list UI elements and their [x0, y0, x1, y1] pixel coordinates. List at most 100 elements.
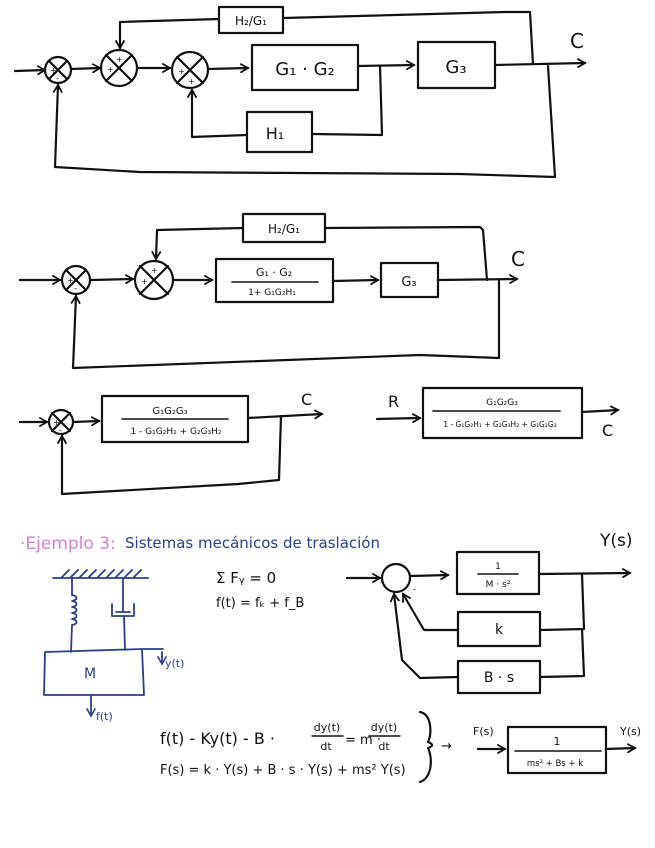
d2-summer-2: + + [133, 259, 175, 301]
d2-arrow-s1-s2 [89, 274, 135, 285]
d3-output-arrow [246, 409, 324, 420]
d3-summer: + - [47, 408, 75, 436]
d2-output-arrow [436, 274, 519, 284]
d2-summer-1: + - [60, 264, 92, 296]
d1-arrow-g1g2-g3 [356, 60, 416, 71]
ceiling-hatch [61, 569, 142, 578]
d3-arrow-to-block [71, 416, 101, 427]
d1-input-arrow [13, 65, 47, 76]
mb-bs-loop-left [389, 592, 460, 680]
spring-icon [70, 577, 78, 653]
d1-output-label: C [570, 29, 584, 53]
eq2: F(s) = k · Y(s) + B · s · Y(s) + ms² Y(s… [160, 763, 406, 778]
force-balance-equation: f(t) = fₖ + f_B [216, 596, 304, 611]
d2-outer-loop [70, 278, 501, 370]
mass-block [43, 648, 145, 696]
mb-summer [380, 562, 412, 594]
example-title: Sistemas mecánicos de traslación [125, 534, 380, 552]
eq1-frac1-den: dt [320, 740, 332, 753]
mb-bs-loop-right [538, 627, 586, 679]
d2-s1-sign-minus: - [74, 284, 77, 293]
mb-arrow-to-forward [409, 570, 450, 581]
d1-summer-3: + + [170, 50, 210, 90]
d2-block-h2g1-label: H₂/G₁ [268, 222, 300, 236]
d2-s2-sign-left: + [141, 277, 148, 286]
d1-s1-sign-plus: + [50, 66, 57, 75]
block-diagram-3: + - G₁G₂G₃ 1 - G₁G₂H₁ + G₂G₃H₂ C [18, 390, 324, 496]
sum-forces-equation: Σ Fᵧ = 0 [216, 569, 276, 587]
d1-block-g1g2-label: G₁ · G₂ [275, 59, 335, 80]
d4-input-arrow [375, 413, 422, 424]
d3-den: 1 - G₁G₂H₁ + G₂G₃H₂ [130, 427, 221, 437]
eq1-frac1-num: dy(t) [314, 721, 340, 734]
d3-num: G₁G₂G₃ [152, 406, 187, 417]
d2-closed-den: 1+ G₁G₂H₁ [248, 288, 296, 298]
d3-output-label: C [301, 390, 312, 409]
final-input-label: F(s) [473, 725, 494, 738]
d1-s2-sign-left: + [107, 65, 114, 74]
d1-h1-loop-right [310, 64, 384, 137]
equations-bottom: f(t) - Ky(t) - B · dy(t) dt = m · dy(t) … [160, 710, 452, 784]
d2-s2-sign-top: + [151, 266, 158, 275]
d1-block-g3-label: G₃ [445, 57, 466, 78]
eq1-lhs: f(t) - Ky(t) - B · [160, 729, 275, 748]
mass-label: M [84, 666, 96, 682]
d1-s1-sign-minus: - [56, 74, 59, 83]
d1-s2-sign-top: + [116, 55, 123, 64]
mechanical-block-diagram: - 1 M · s² Y(s) k B · s [345, 531, 633, 695]
d1-outer-loop [52, 64, 557, 179]
d1-arrow-s1-s2 [69, 63, 102, 74]
final-output-arrow [604, 743, 637, 754]
final-output-label: Y(s) [619, 725, 641, 738]
mb-output-label: Y(s) [599, 531, 633, 551]
d3-feedback-loop [57, 414, 283, 496]
d3-sign-plus: + [53, 418, 60, 427]
d1-block-h1-label: H₁ [266, 124, 284, 143]
mb-forward-den: M · s² [486, 580, 511, 590]
example-number: ·Ejemplo 3: [20, 534, 116, 554]
d1-top-loop-right [282, 10, 535, 66]
mb-k-loop-left [401, 592, 460, 632]
mb-output-arrow [537, 568, 632, 578]
d4-den: 1 - G₁G₂H₁ + G₂G₃H₂ + G₁G₂G₃ [443, 420, 556, 429]
d1-summer-1: + - [43, 55, 73, 85]
d1-h1-loop-left [187, 88, 249, 139]
mass-spring-damper: M y(t) f(t) [43, 569, 184, 723]
d1-block-h2g1-label: H₂/G₁ [235, 14, 267, 28]
eq1-frac2-num: dy(t) [371, 721, 397, 734]
eq1-equals: = m · [345, 733, 381, 748]
mb-k-loop-right [538, 572, 586, 632]
d4-output-arrow [580, 405, 620, 416]
block-diagram-4: R G₁G₂G₃ 1 - G₁G₂H₁ + G₂G₃H₂ + G₁G₂G₃ C [375, 386, 620, 440]
d4-output-label: C [602, 421, 613, 440]
d1-output-arrow [493, 58, 587, 69]
d1-s3-sign-bottom: + [188, 77, 195, 86]
d1-summer-2: + + [99, 48, 139, 88]
final-transfer-function: F(s) 1 ms² + Bs + k Y(s) [473, 725, 641, 775]
curly-brace-icon [418, 710, 434, 784]
d1-block-g1g2 [250, 43, 360, 92]
d1-block-h1 [245, 110, 314, 154]
d3-sign-minus: - [59, 426, 62, 435]
d2-top-loop-left [151, 226, 245, 261]
d1-top-loop-left [115, 17, 221, 50]
damper-icon [111, 577, 135, 651]
final-den: ms² + Bs + k [527, 759, 583, 769]
block-diagram-1: + - + + + + G₁ · G₂ G₃ C H [13, 5, 587, 179]
displacement-label: y(t) [165, 657, 184, 670]
mb-forward-num: 1 [495, 562, 501, 572]
block-diagram-2: + - + + G₁ · G₂ 1+ G₁G₂H₁ G₃ C H₂/G₁ [18, 212, 525, 370]
mb-block-k-label: k [495, 622, 504, 638]
mb-block-bs-label: B · s [484, 670, 514, 686]
eq1-frac2-den: dt [378, 740, 390, 753]
d4-input-label: R [388, 392, 399, 411]
d2-output-label: C [511, 247, 525, 271]
d2-top-loop-right [323, 225, 489, 282]
force-label: f(t) [96, 710, 113, 723]
final-num: 1 [554, 735, 561, 748]
implies-arrow-icon: → [441, 739, 452, 754]
d4-block [421, 386, 584, 440]
d2-block-g3-label: G₃ [401, 275, 416, 290]
d1-arrow-s3-g1g2 [206, 63, 250, 74]
